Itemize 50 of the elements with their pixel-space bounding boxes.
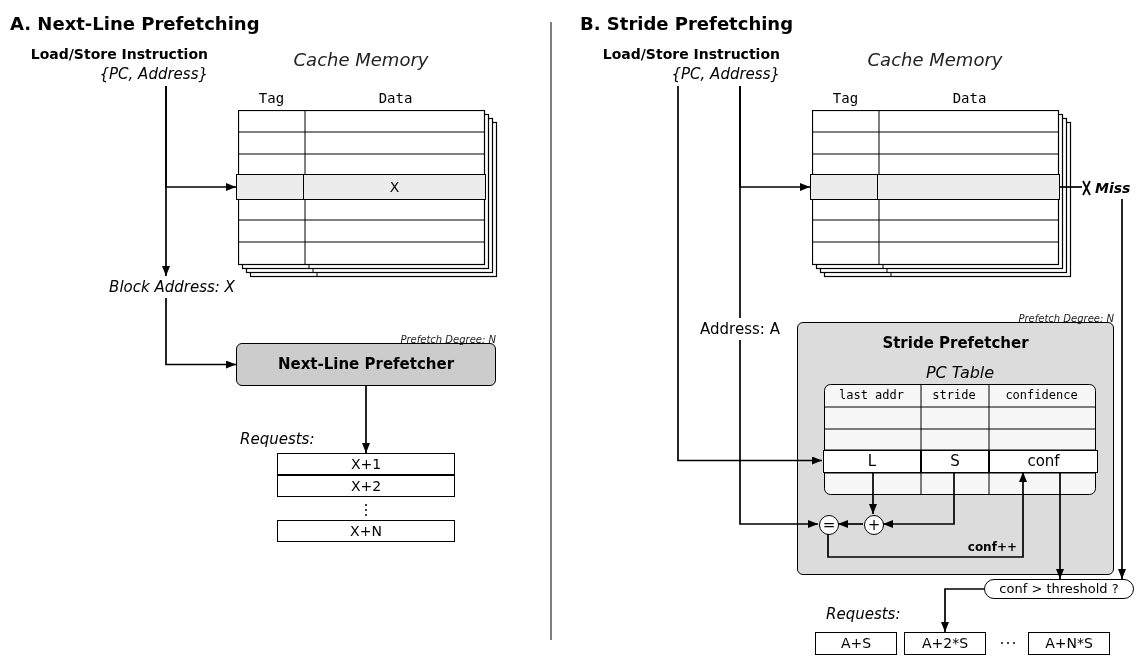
condition-pill: conf > threshold ? [984,579,1134,599]
arrow [1056,471,1064,580]
arrow [165,297,237,369]
instruction-fields: {PC, Address} [99,64,208,84]
requests-heading: Requests: [826,605,901,623]
column-header: Data [378,90,413,106]
request-box: A+N*S [1028,632,1110,655]
arrow [837,520,864,528]
table-header-cell: last addr [839,388,904,402]
request-box: X+N [277,520,455,542]
table-cell: L [823,450,921,473]
degree-note: Prefetch Degree: N [400,334,496,345]
arrow [882,471,955,528]
miss-label: Miss [1095,178,1131,198]
arrow [941,588,985,633]
column-header: Tag [258,90,285,106]
requests-heading: Requests: [240,430,315,448]
instruction-fields: {PC, Address} [671,64,780,84]
connector-line [1059,186,1083,188]
arrow [869,471,877,515]
table-title: PC Table [925,363,995,382]
arrow [362,385,370,454]
table-cell: conf [989,450,1098,473]
table-header-cell: stride [932,388,976,402]
request-box: A+2*S [904,632,986,655]
arrow [162,85,170,277]
memory-title: Cache Memory [293,49,429,70]
prefetcher-box: Next-Line Prefetcher [236,343,496,386]
request-box: X+2 [277,475,455,497]
address-label: Address: A [700,318,780,340]
request-box: X+1 [277,453,455,475]
section-title: B. Stride Prefetching [580,13,794,34]
connector-line [739,85,741,319]
table-header-cell: confidence [1005,388,1078,402]
section-title: A. Next-Line Prefetching [10,13,260,34]
instruction-heading: Load/Store Instruction [602,45,780,64]
table-cell: S [921,450,989,473]
panel-title: Stride Prefetcher [882,334,1029,352]
memory-title: Cache Memory [867,49,1003,70]
prefetcher-panel [797,322,1114,575]
column-header: Tag [832,90,859,106]
arrow [1118,198,1126,580]
degree-note: Prefetch Degree: N [1018,313,1114,324]
column-header: Data [952,90,987,106]
request-box: A+S [815,632,897,655]
arrow [677,85,823,465]
instruction-heading: Load/Store Instruction [30,45,208,64]
arrow [739,339,819,528]
address-label: Block Address: X [109,276,235,298]
arrow [827,471,1027,558]
